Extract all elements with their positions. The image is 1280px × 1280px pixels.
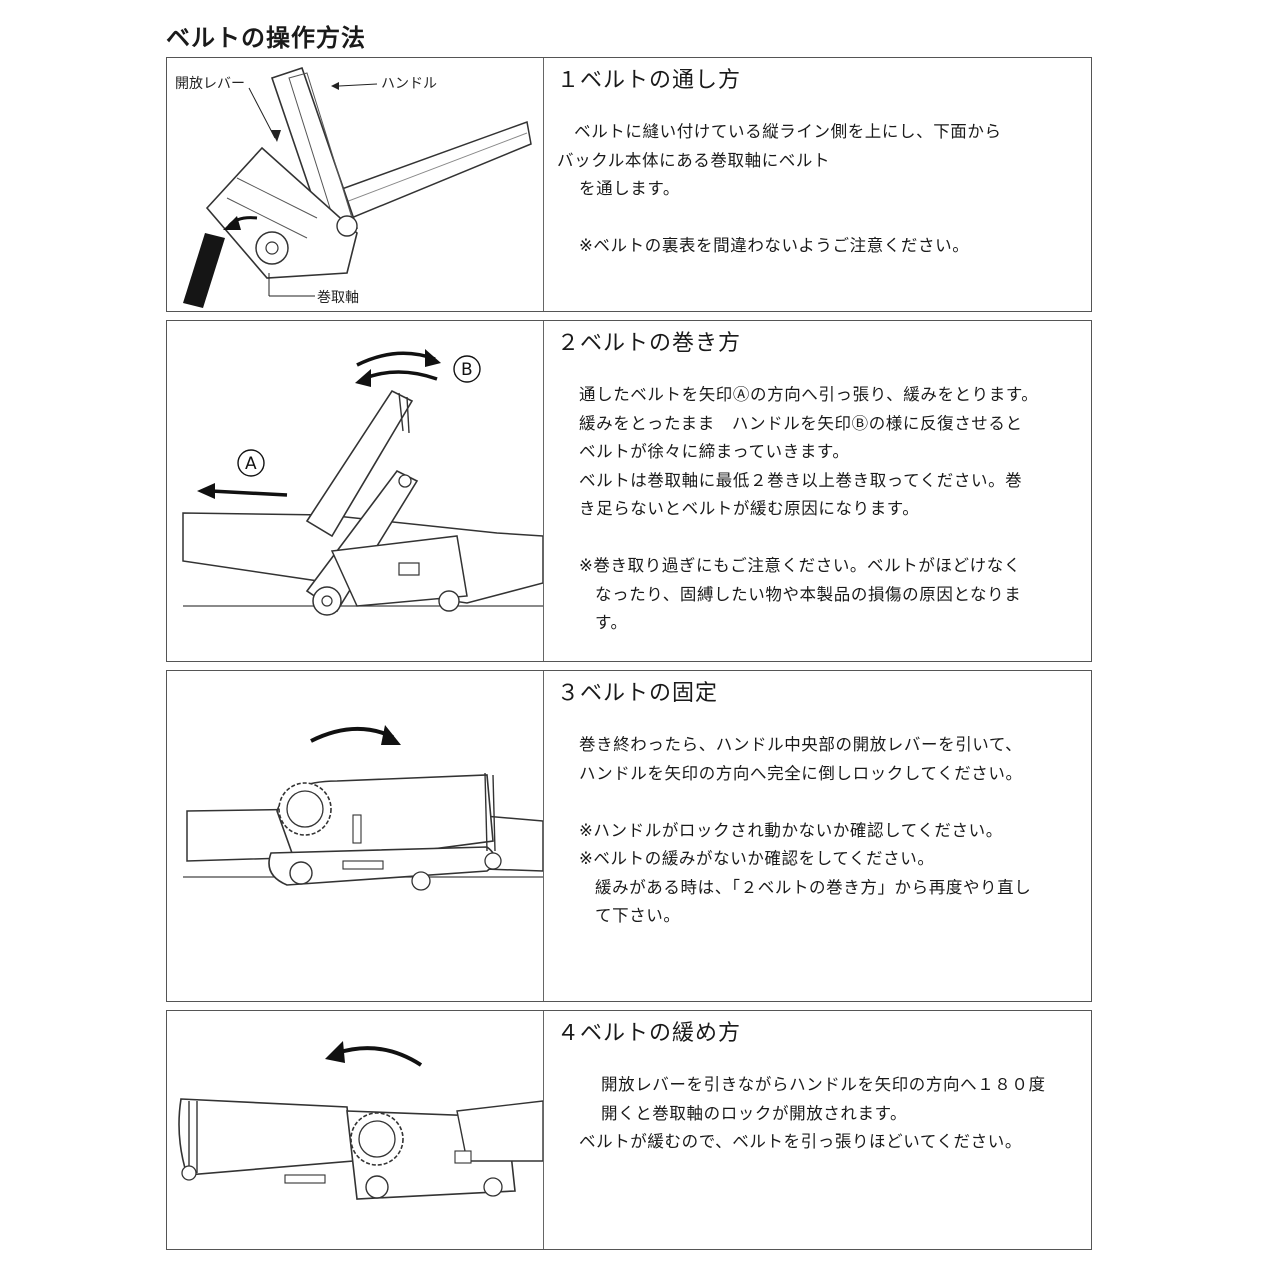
step-2-note: なったり、固縛したい物や本製品の損傷の原因となりま — [595, 584, 1022, 604]
arrow-b-label: B — [461, 360, 473, 380]
release-lever-label: 開放レバー — [175, 76, 245, 92]
step-1-note: ※ベルトの裏表を間違わないようご注意ください。 — [579, 236, 970, 255]
step-4-illustration — [167, 1011, 544, 1249]
spindle-label: 巻取軸 — [317, 290, 359, 306]
step-3-note: ※ベルトの緩みがないか確認をしてください。 — [579, 849, 935, 868]
step-2-panel: A B ２ベルトの巻き方 通したベルトを矢印Ⓐの方向へ引っ張り、緩みをとります。… — [166, 320, 1092, 662]
step-4-line: 開くと巻取軸のロックが開放されます。 — [601, 1103, 908, 1123]
step-4-line: ベルトが緩むので、ベルトを引っ張りほどいてください。 — [579, 1132, 1022, 1151]
arrow-a-label: A — [245, 454, 257, 474]
step-4-title: ４ベルトの緩め方 — [557, 1021, 742, 1046]
handle-label: ハンドル — [381, 76, 437, 92]
step-2-note: ※巻き取り過ぎにもご注意ください。ベルトがほどけなく — [579, 556, 1021, 575]
step-3-line: ハンドルを矢印の方向へ完全に倒しロックしてください。 — [579, 763, 1023, 783]
step-3-line: 巻き終わったら、ハンドル中央部の開放レバーを引いて、 — [579, 735, 1023, 754]
step-1-line: バックル本体にある巻取軸にベルト — [557, 150, 831, 170]
step-1-line — [557, 204, 1083, 233]
step-2-line: 緩みをとったまま ハンドルを矢印Ⓑの様に反復させると — [579, 413, 1023, 433]
step-2-title: ２ベルトの巻き方 — [557, 331, 742, 356]
step-2-line: 通したベルトを矢印Ⓐの方向へ引っ張り、緩みをとります。 — [579, 385, 1039, 404]
step-1-panel: 開放レバー ハンドル 巻取軸 １ベルトの通し方 ベルトに縫い付けている縦ライン側… — [166, 57, 1092, 312]
step-3-note: 緩みがある時は、「２ベルトの巻き方」から再度やり直し — [595, 877, 1032, 897]
step-2-line: ベルトが徐々に締まっていきます。 — [579, 442, 850, 461]
step-1-line: ベルトに縫い付けている縦ライン側を上にし、下面から — [557, 122, 1002, 141]
step-3-title: ３ベルトの固定 — [557, 681, 719, 706]
step-2-line: ベルトは巻取軸に最低２巻き以上巻き取ってください。巻 — [579, 470, 1023, 490]
step-4-panel: ４ベルトの緩め方 開放レバーを引きながらハンドルを矢印の方向へ１８０度 開くと巻… — [166, 1010, 1092, 1250]
step-3-note: ※ハンドルがロックされ動かないか確認してください。 — [579, 820, 1003, 840]
step-2-illustration: A B — [167, 321, 544, 661]
step-3-line — [557, 788, 1083, 817]
page-title: ベルトの操作方法 — [166, 24, 366, 52]
step-3-note: て下さい。 — [595, 906, 681, 925]
step-3-illustration — [167, 671, 544, 1001]
step-1-title: １ベルトの通し方 — [557, 68, 742, 93]
step-4-line: 開放レバーを引きながらハンドルを矢印の方向へ１８０度 — [601, 1075, 1046, 1094]
step-3-panel: ３ベルトの固定 巻き終わったら、ハンドル中央部の開放レバーを引いて、 ハンドルを… — [166, 670, 1092, 1002]
step-2-line — [557, 524, 1083, 553]
step-1-line: を通します。 — [579, 179, 680, 198]
step-2-line: き足らないとベルトが緩む原因になります。 — [579, 499, 920, 518]
step-1-illustration: 開放レバー ハンドル 巻取軸 — [167, 58, 544, 311]
step-2-note: す。 — [595, 613, 628, 632]
